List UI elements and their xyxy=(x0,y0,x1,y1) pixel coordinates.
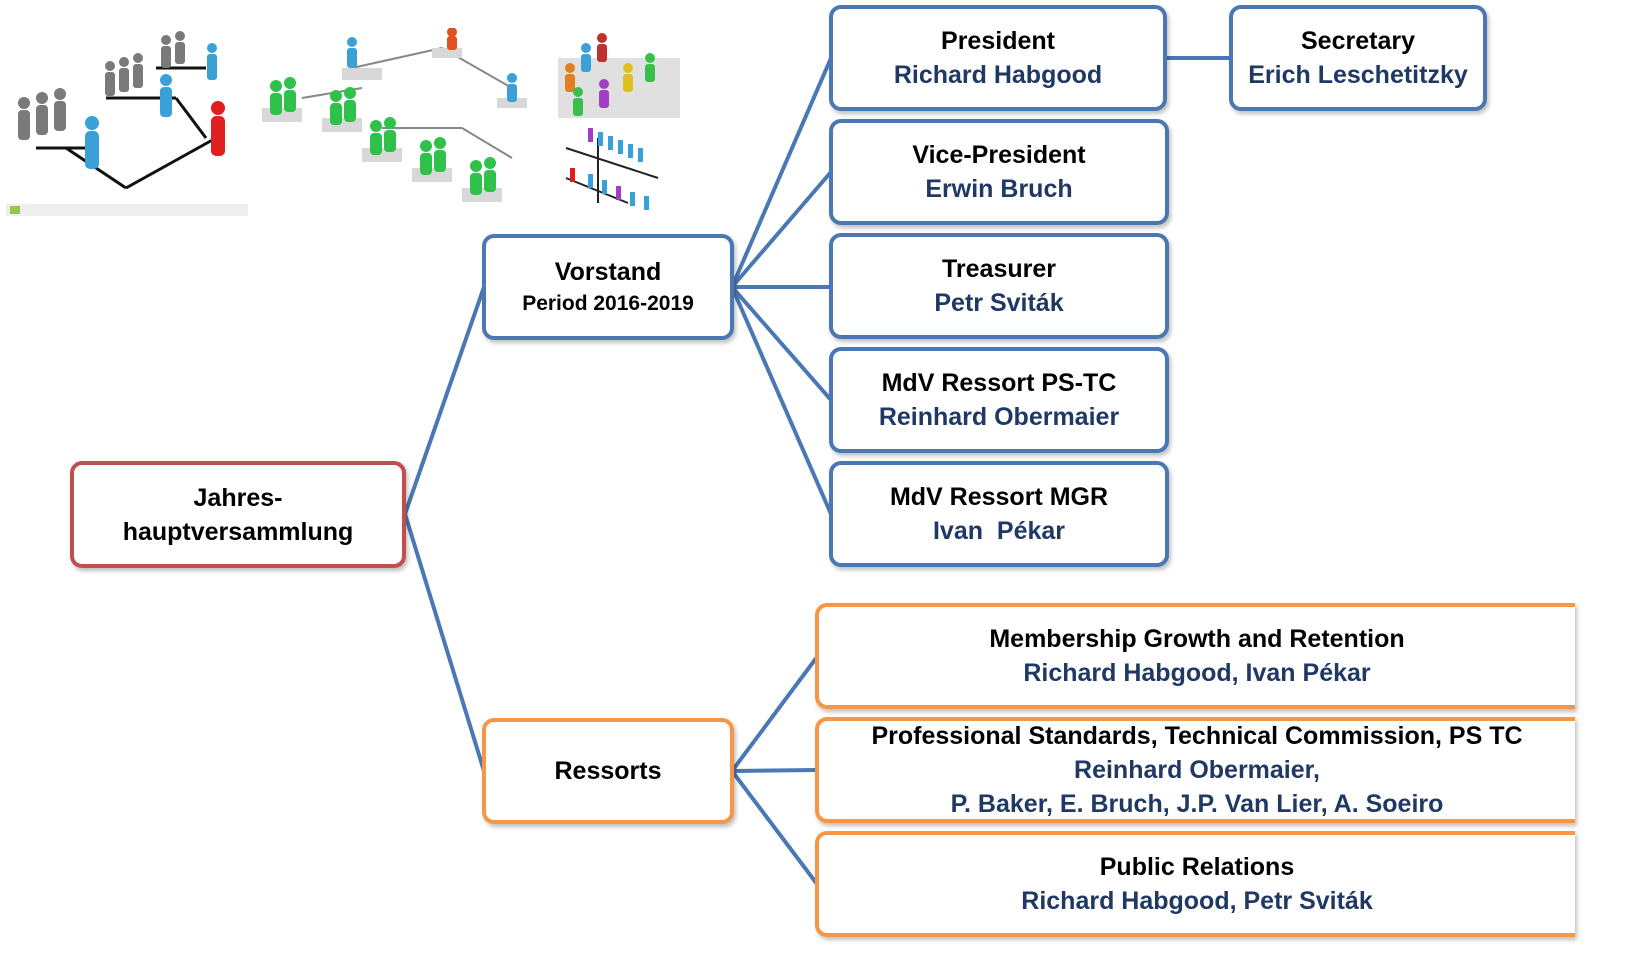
org-chart-image-2 xyxy=(262,28,542,216)
connector-root-ressorts xyxy=(403,513,486,772)
ressort-name: Professional Standards, Technical Commis… xyxy=(871,722,1523,750)
board-node-mdv-ressort-mgr: MdV Ressort MGR Ivan Pékar xyxy=(829,461,1169,567)
connector-vorstand-mdv-pstc xyxy=(730,285,833,402)
ressort-members: P. Baker, E. Bruch, J.P. Van Lier, A. So… xyxy=(950,790,1444,818)
person-name: Erich Leschetitzky xyxy=(1248,61,1468,89)
vorstand-node: Vorstand Period 2016-2019 xyxy=(482,234,734,340)
role-label: President xyxy=(941,27,1055,55)
ressort-name: Membership Growth and Retention xyxy=(989,625,1405,653)
person-name: Ivan Pékar xyxy=(932,517,1066,545)
board-node-vice-president: Vice-President Erwin Bruch xyxy=(829,119,1169,225)
connector-ressorts-pstc xyxy=(731,768,818,773)
ressort-item-membership-growth: Membership Growth and Retention Richard … xyxy=(815,603,1575,709)
secretary-node: Secretary Erich Leschetitzky xyxy=(1229,5,1487,111)
org-chart-image-3 xyxy=(558,28,680,216)
role-label: MdV Ressort PS-TC xyxy=(881,369,1117,397)
ressort-members: Richard Habgood, Petr Sviták xyxy=(1021,887,1373,915)
board-node-treasurer: Treasurer Petr Sviták xyxy=(829,233,1169,339)
connector-root-vorstand xyxy=(403,286,486,515)
connector-ressorts-pr xyxy=(730,769,819,886)
ressort-members: Richard Habgood, Ivan Pékar xyxy=(1023,659,1371,687)
ressort-members: Reinhard Obermaier, xyxy=(1074,756,1320,784)
ressorts-title: Ressorts xyxy=(554,757,662,785)
board-node-president: President Richard Habgood xyxy=(829,5,1167,111)
person-name: Erwin Bruch xyxy=(925,175,1073,203)
ressort-item-public-relations: Public Relations Richard Habgood, Petr S… xyxy=(815,831,1575,937)
connector-vorstand-vice-president xyxy=(730,170,833,289)
role-label: Treasurer xyxy=(942,255,1056,283)
person-name: Petr Sviták xyxy=(934,289,1064,317)
role-label: Secretary xyxy=(1301,27,1415,55)
connector-vorstand-president xyxy=(730,57,833,288)
root-node-title: Jahres- hauptversammlung xyxy=(122,483,354,546)
root-node-jahreshauptversammlung: Jahres- hauptversammlung xyxy=(70,461,406,568)
person-name: Richard Habgood xyxy=(893,61,1103,89)
board-node-mdv-ressort-pstc: MdV Ressort PS-TC Reinhard Obermaier xyxy=(829,347,1169,453)
ressorts-node: Ressorts xyxy=(482,718,734,824)
ressort-name: Public Relations xyxy=(1099,853,1295,881)
role-label: Vice-President xyxy=(912,141,1086,169)
role-label: MdV Ressort MGR xyxy=(889,483,1109,511)
person-name: Reinhard Obermaier xyxy=(878,403,1120,431)
vorstand-period: Period 2016-2019 xyxy=(522,292,694,315)
connector-ressorts-mgr xyxy=(730,655,819,773)
org-chart-image-1 xyxy=(6,28,248,216)
vorstand-title: Vorstand xyxy=(554,258,662,286)
ressort-item-professional-standards: Professional Standards, Technical Commis… xyxy=(815,717,1575,823)
connector-vorstand-mdv-mgr xyxy=(730,286,833,515)
